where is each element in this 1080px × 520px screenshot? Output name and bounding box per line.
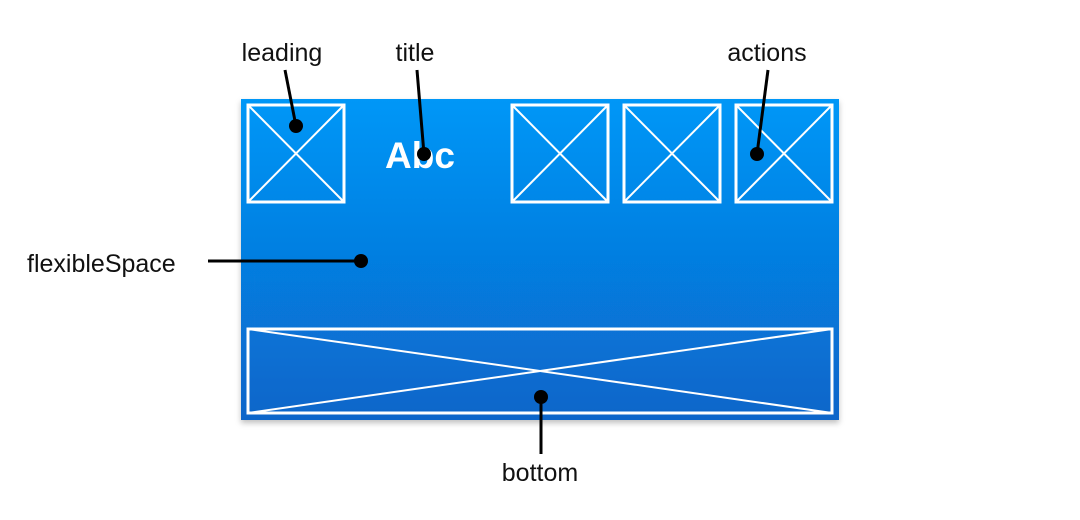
callout-dot	[417, 147, 431, 161]
callout-dot	[289, 119, 303, 133]
callout-dot	[750, 147, 764, 161]
callout-actions: actions	[727, 39, 807, 161]
callout-label-title: title	[396, 39, 435, 67]
callout-label-flexible-space: flexibleSpace	[27, 250, 176, 278]
callout-label-actions: actions	[727, 39, 806, 67]
callout-line	[755, 69, 770, 155]
callout-line	[415, 69, 426, 155]
leading-placeholder	[246, 103, 346, 204]
action-placeholder	[734, 103, 834, 204]
callout-label-leading: leading	[242, 39, 323, 67]
action-placeholder	[622, 103, 722, 204]
callout-bottom: bottom	[502, 390, 578, 487]
callout-title: title	[396, 39, 435, 161]
callout-dot	[354, 254, 368, 268]
callout-label-bottom: bottom	[502, 459, 578, 487]
action-placeholder	[510, 103, 610, 204]
callout-flexible-space: flexibleSpace	[27, 250, 368, 278]
callout-line	[283, 69, 298, 127]
callout-leading: leading	[242, 39, 323, 133]
